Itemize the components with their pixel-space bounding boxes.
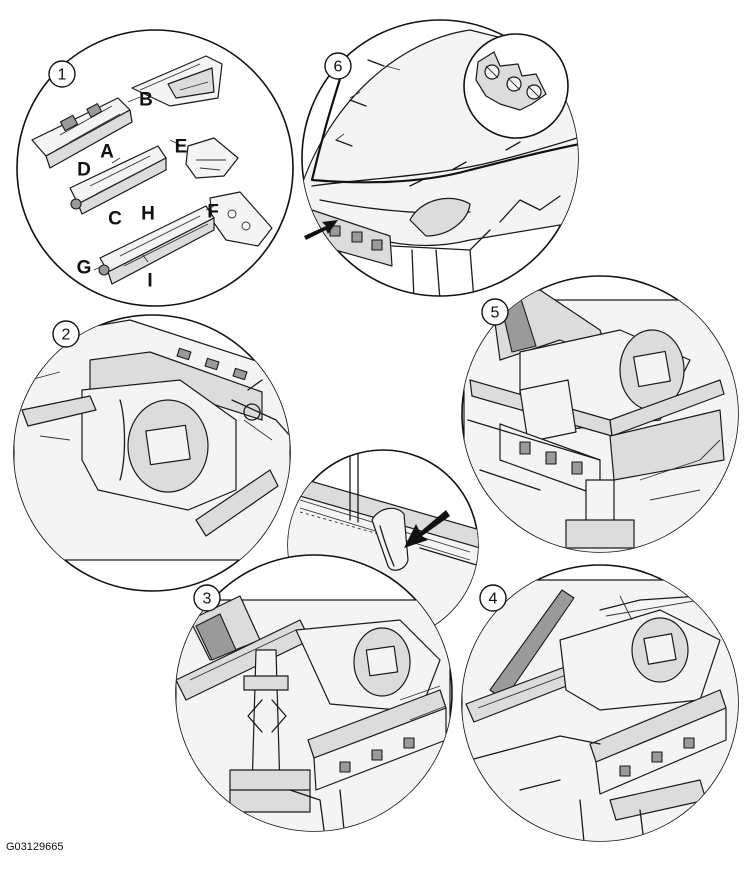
step-6-number: 6 <box>334 59 343 76</box>
step-4-number: 4 <box>489 591 498 608</box>
figure-code-label: G03129665 <box>6 841 64 853</box>
part-label-e: E <box>175 137 188 158</box>
rail-part-ad <box>31 97 133 169</box>
part-label-f: F <box>207 202 219 223</box>
bracket-part-b <box>131 55 223 107</box>
step-5-number: 5 <box>491 305 500 322</box>
part-label-a: A <box>100 142 114 163</box>
step-6-badge <box>324 52 352 80</box>
panel-step-5: 5 <box>461 275 739 553</box>
part-label-c: C <box>108 209 122 230</box>
panel-step-4: 4 <box>461 564 739 842</box>
panel-step-2: 2 <box>13 314 291 592</box>
step-1-badge <box>48 60 76 88</box>
part-label-h: H <box>141 204 155 225</box>
rail-part-ghi <box>98 205 215 285</box>
part-label-i: I <box>147 271 152 292</box>
step-5-badge <box>481 298 509 326</box>
spot-weld-detail <box>475 51 547 111</box>
step-3-number: 3 <box>203 591 212 608</box>
panel-step-3: 3 <box>175 554 453 832</box>
part-label-b: B <box>139 90 153 111</box>
step-4-badge <box>479 584 507 612</box>
panel-step-1: 1 B A D E C H F G I <box>16 29 294 307</box>
step-1-number: 1 <box>58 67 67 84</box>
step-3-badge <box>193 584 221 612</box>
pointer-arrow-icon <box>304 220 338 240</box>
step-2-badge <box>52 320 80 348</box>
part-label-d: D <box>77 160 91 181</box>
reinforcement-part-e <box>185 137 239 179</box>
step-2-number: 2 <box>62 327 71 344</box>
panel-step-6: 6 <box>301 19 579 297</box>
part-label-g: G <box>77 258 92 279</box>
flange-arrow-icon <box>404 510 450 548</box>
rail-part-cd <box>69 145 167 215</box>
